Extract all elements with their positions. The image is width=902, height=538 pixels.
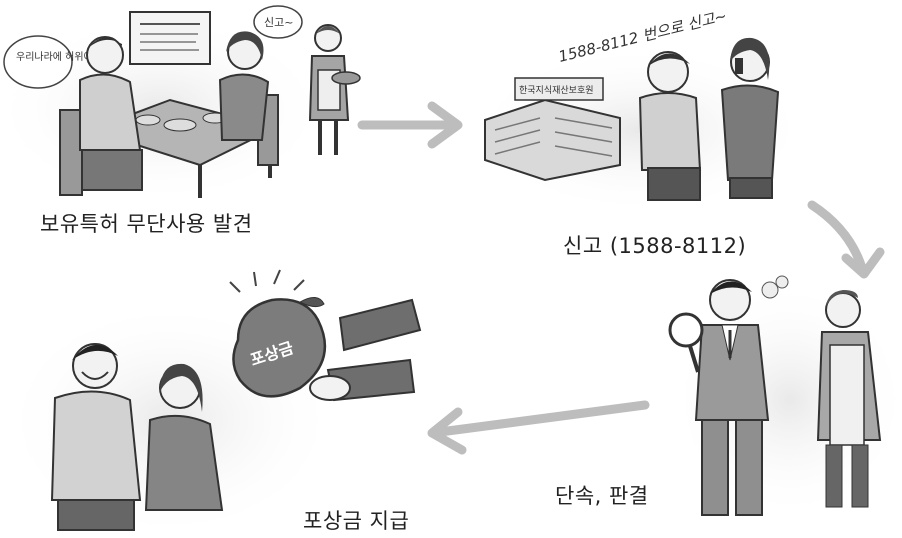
building-sign-text: 한국지식재산보호원 (519, 85, 594, 96)
arrow-step3-to-step4 (427, 400, 650, 455)
step-label-discovery: 보유특허 무단사용 발견 (40, 212, 253, 236)
step-label-report: 신고 (1588-8112) (563, 234, 747, 258)
speech-bubble-cook (253, 5, 303, 39)
speech-bubble-left-text: 우리나라에 허위에... (16, 50, 102, 63)
speech-bubble-left (3, 35, 73, 89)
scene-reward: 포상금 (0, 269, 422, 538)
speech-bubble-cook-text: 신고~ (264, 16, 293, 29)
arrow-step2-to-step3 (807, 200, 885, 279)
step-label-reward: 포상금 지급 (303, 509, 410, 533)
scene-report: 1588-8112 번으로 신고~ 한국지식재산보호원 (470, 7, 810, 215)
money-bag (232, 298, 327, 398)
step-label-enforcement: 단속, 판결 (555, 484, 649, 508)
arrow-step1-to-step2 (357, 101, 463, 149)
scene-enforcement (668, 275, 902, 520)
scene-discovery: 우리나라에 허위에... 신고~ (0, 5, 361, 205)
building-sign (514, 77, 604, 101)
